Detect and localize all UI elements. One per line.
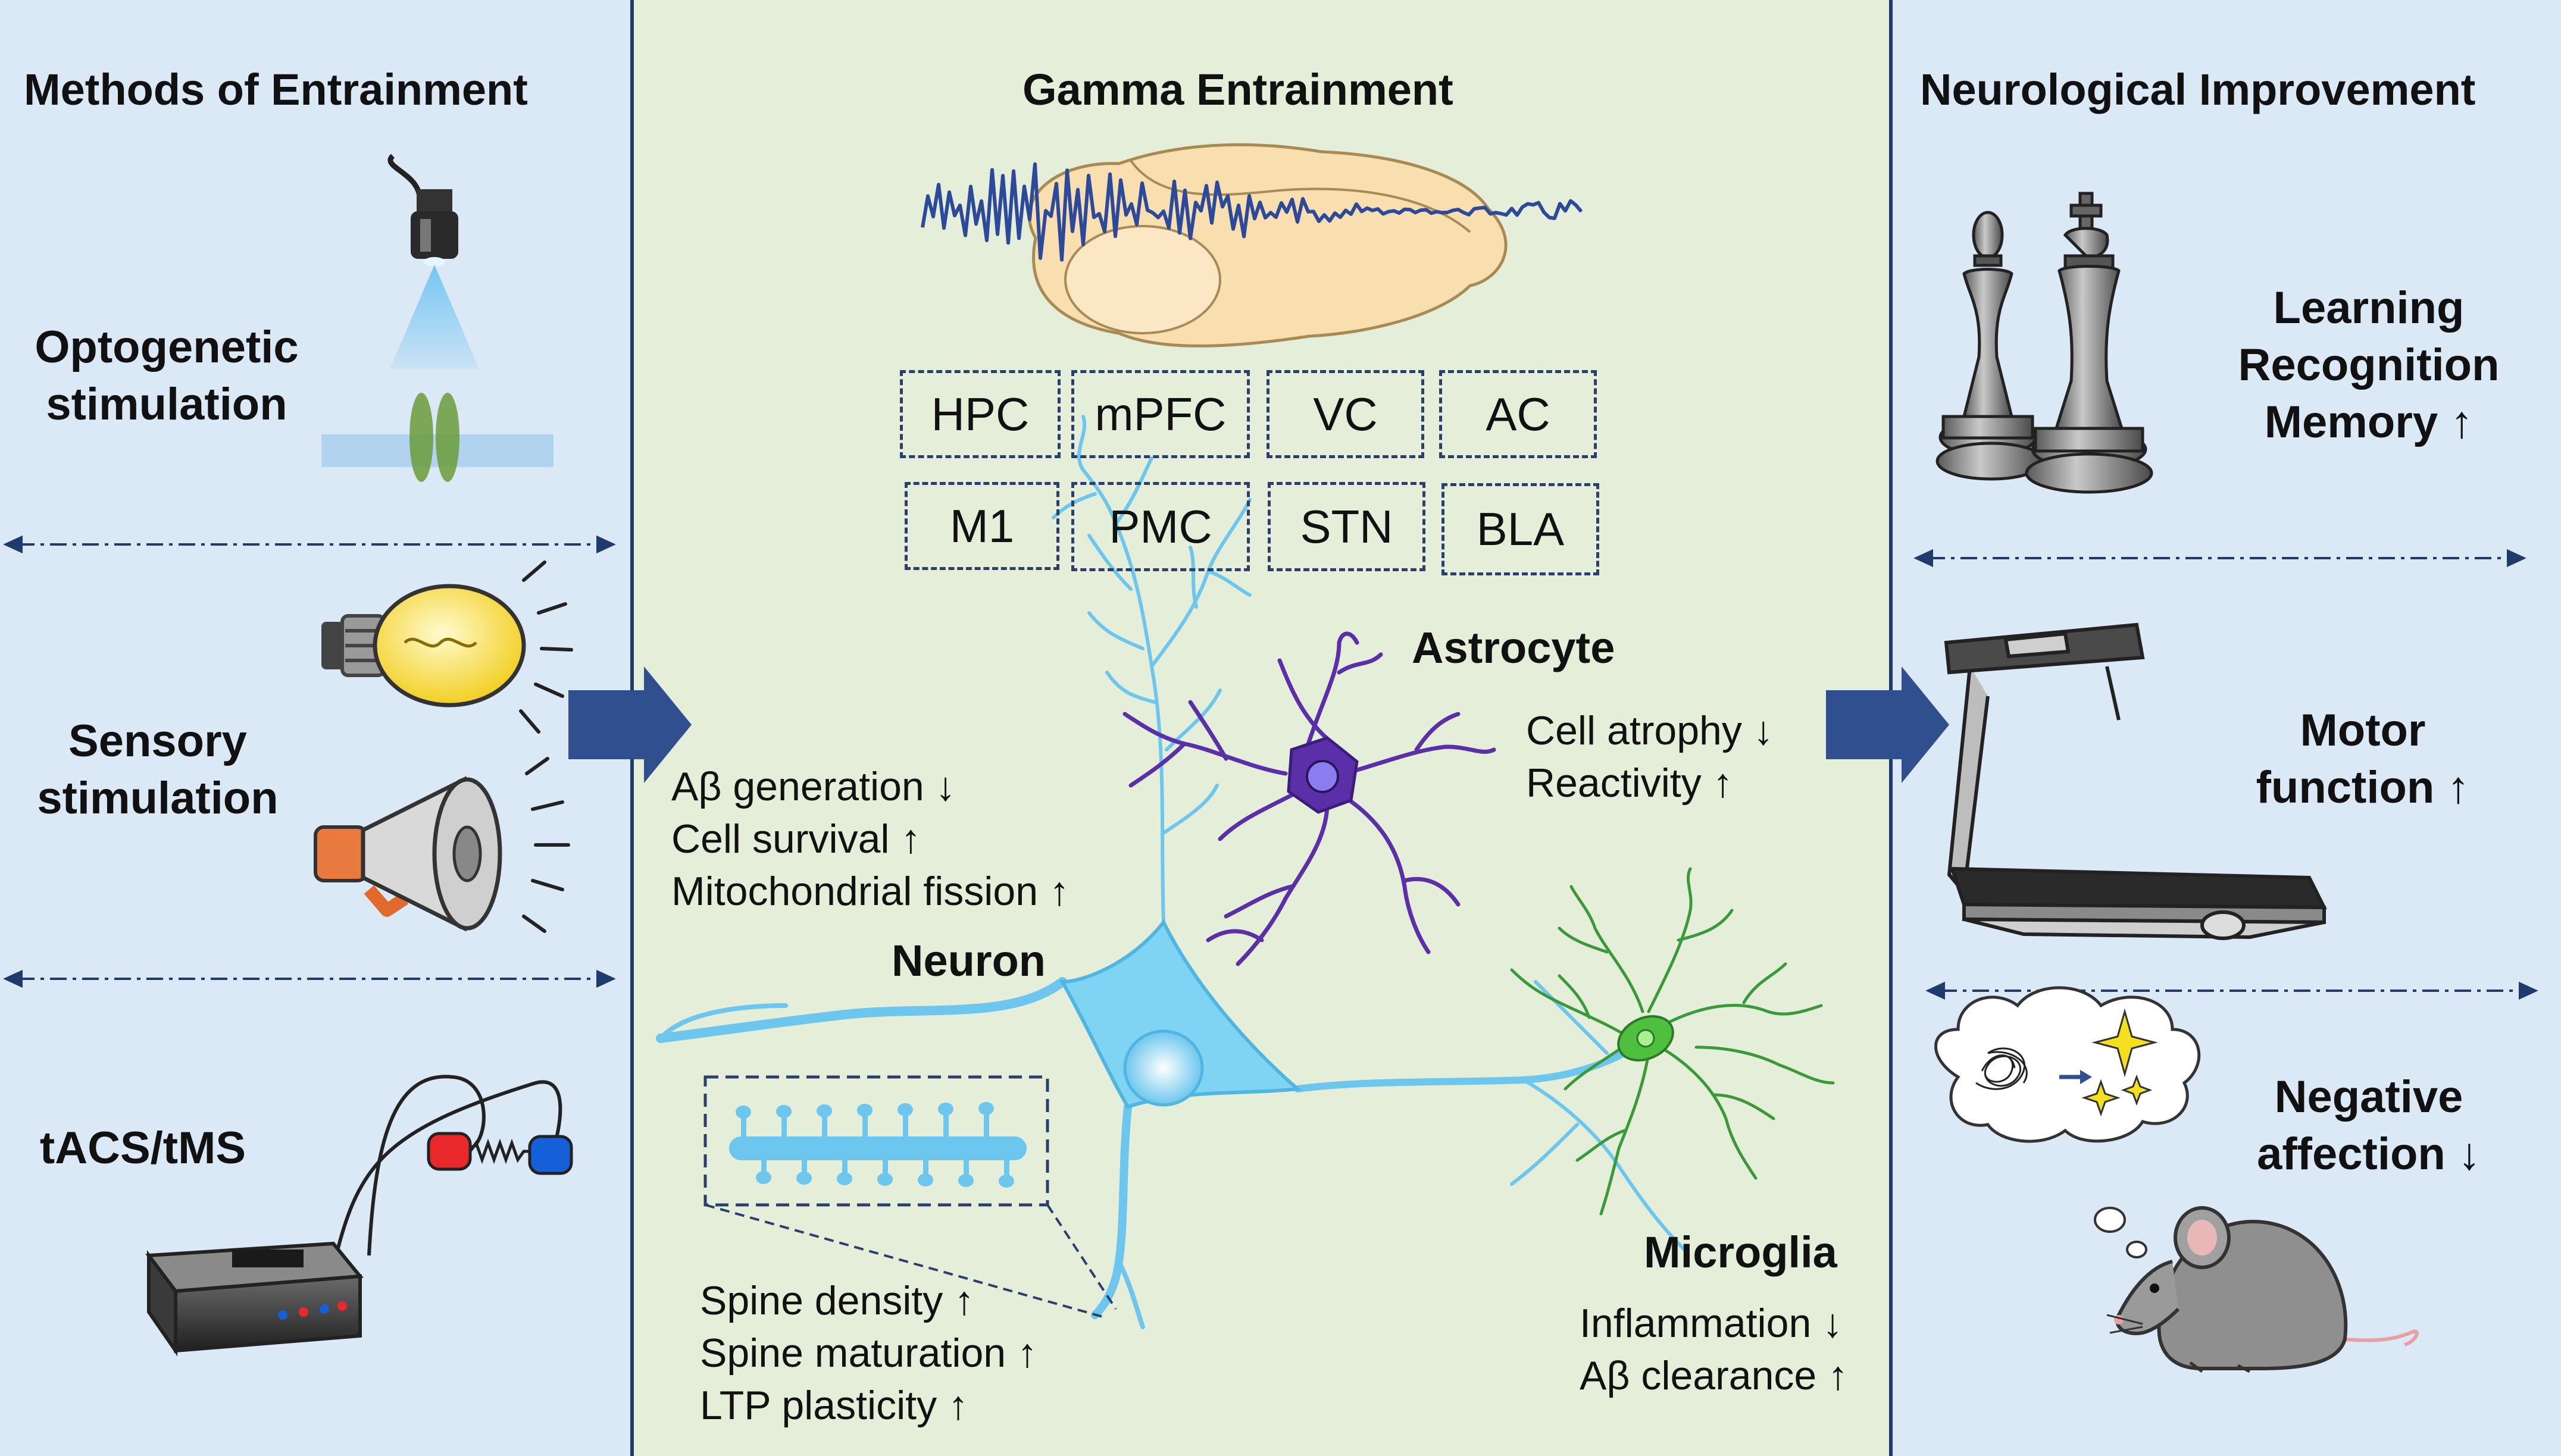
- dendritic-spine-neck: [822, 1111, 827, 1138]
- dendritic-spine-neck: [943, 1109, 949, 1138]
- flow-arrow-left: [568, 666, 692, 783]
- method-optogenetic-label: Optogenetic stimulation: [12, 319, 321, 433]
- dendritic-spine-head: [958, 1174, 974, 1187]
- outcome-affect-line-1: Negative: [2274, 1072, 2463, 1122]
- flow-arrow-right: [1826, 666, 1949, 783]
- dendritic-spine-neck: [842, 1159, 848, 1179]
- brain-region-box: mPFC: [1071, 370, 1250, 458]
- stimulator-device-icon: [145, 1075, 573, 1357]
- neuron-effects-bottom: Spine density ↑ Spine maturation ↑ LTP p…: [700, 1275, 1037, 1432]
- light-bulb-icon: [321, 561, 573, 734]
- mouse-thought-icon: [1934, 986, 2419, 1373]
- chess-pieces-icon: [1935, 192, 2153, 494]
- neuron-effect: Aβ generation ↓: [671, 764, 956, 809]
- astrocyte-effects: Cell atrophy ↓ Reactivity ↑: [1526, 704, 1774, 809]
- microglia-effect: Inflammation ↓: [1580, 1301, 1843, 1346]
- method-tacs-label: tACS/tMS: [18, 1120, 268, 1177]
- method-sensory-line-1: Sensory: [68, 716, 247, 766]
- dendritic-spine-head: [837, 1172, 852, 1185]
- left-separators: [3, 535, 616, 988]
- astrocyte-effect: Reactivity ↑: [1526, 760, 1733, 806]
- dendritic-spine-neck: [964, 1159, 969, 1181]
- dendritic-spine-neck: [862, 1110, 868, 1138]
- dendritic-spine-head: [999, 1175, 1014, 1188]
- dendritic-spine-neck: [923, 1159, 928, 1180]
- dendritic-spine-neck: [1004, 1159, 1009, 1181]
- microglia-effect: Aβ clearance ↑: [1580, 1353, 1849, 1398]
- spine-effect: LTP plasticity ↑: [700, 1383, 968, 1428]
- dendritic-spine-head: [898, 1103, 913, 1116]
- method-sensory-label: Sensory stimulation: [6, 713, 309, 827]
- dendritic-spine-neck: [761, 1159, 767, 1178]
- brain-region-box: M1: [905, 482, 1059, 570]
- outcome-motor-label: Motor function ↑: [2226, 702, 2500, 816]
- brain-region-box: BLA: [1441, 483, 1599, 575]
- method-optogenetic-line-1: Optogenetic: [35, 322, 299, 372]
- microglia-illustration: [1510, 867, 1835, 1216]
- dendritic-spine-neck: [984, 1109, 989, 1138]
- outcome-cognition-line-1: Learning: [2273, 283, 2465, 333]
- dendritic-spine-head: [978, 1102, 994, 1115]
- brain-region-box: PMC: [1071, 482, 1250, 571]
- brain-region-box: VC: [1267, 370, 1424, 458]
- outcome-cognition-line-2: Recognition: [2238, 340, 2500, 390]
- center-panel-title: Gamma Entrainment: [1022, 65, 1453, 114]
- outcome-motor-line-2: function ↑: [2256, 762, 2470, 813]
- optogenetic-light-icon: [321, 154, 554, 482]
- neuron-effect: Mitochondrial fission ↑: [671, 869, 1070, 914]
- dendritic-spine-neck: [741, 1112, 746, 1138]
- dendritic-spine-head: [776, 1105, 792, 1118]
- dendritic-spine-head: [796, 1172, 812, 1185]
- brain-with-gamma-wave-icon: [921, 143, 1583, 347]
- right-panel-title: Neurological Improvement: [1920, 65, 2476, 114]
- neuron-label: Neuron: [892, 936, 1046, 985]
- brain-region-box: STN: [1268, 482, 1425, 571]
- microglia-label: Microglia: [1644, 1228, 1837, 1277]
- dendritic-spine-head: [918, 1173, 933, 1186]
- method-tacs-line-1: tACS/tMS: [39, 1123, 246, 1173]
- outcome-motor-line-1: Motor: [2300, 705, 2426, 756]
- outcome-affect-label: Negative affection ↓: [2220, 1069, 2518, 1183]
- dendritic-spine-head: [877, 1173, 893, 1186]
- astrocyte-effect: Cell atrophy ↓: [1526, 708, 1774, 753]
- dendritic-spine-head: [857, 1104, 873, 1117]
- dendritic-spine-inset: [703, 1075, 1117, 1319]
- outcome-affect-line-2: affection ↓: [2257, 1129, 2481, 1179]
- spine-effect: Spine density ↑: [700, 1278, 975, 1323]
- neuron-effect: Cell survival ↑: [671, 816, 921, 862]
- dendritic-spine-head: [938, 1103, 953, 1116]
- treadmill-icon: [1944, 622, 2327, 940]
- neuron-effects-top: Aβ generation ↓ Cell survival ↑ Mitochon…: [671, 760, 1070, 918]
- dendritic-spine-neck: [903, 1110, 908, 1138]
- dendritic-spine-neck: [883, 1159, 888, 1179]
- microglia-effects: Inflammation ↓ Aβ clearance ↑: [1580, 1297, 1848, 1402]
- method-optogenetic-line-2: stimulation: [46, 379, 287, 430]
- megaphone-icon: [314, 757, 570, 933]
- spine-effect: Spine maturation ↑: [700, 1330, 1037, 1376]
- brain-region-box: AC: [1439, 370, 1597, 458]
- dendritic-spine-neck: [802, 1159, 807, 1178]
- dendritic-spine-head: [817, 1104, 832, 1117]
- dendritic-spine-head: [736, 1106, 751, 1119]
- outcome-cognition-line-3: Memory ↑: [2264, 397, 2474, 447]
- dendritic-spine-neck: [781, 1111, 787, 1138]
- astrocyte-label: Astrocyte: [1412, 623, 1615, 672]
- astrocyte-illustration: [1122, 631, 1496, 966]
- outcome-cognition-label: Learning Recognition Memory ↑: [2202, 280, 2535, 451]
- brain-region-box: HPC: [900, 370, 1061, 458]
- left-panel-title: Methods of Entrainment: [24, 65, 528, 114]
- method-sensory-line-2: stimulation: [37, 773, 279, 823]
- dendritic-spine-head: [756, 1171, 771, 1184]
